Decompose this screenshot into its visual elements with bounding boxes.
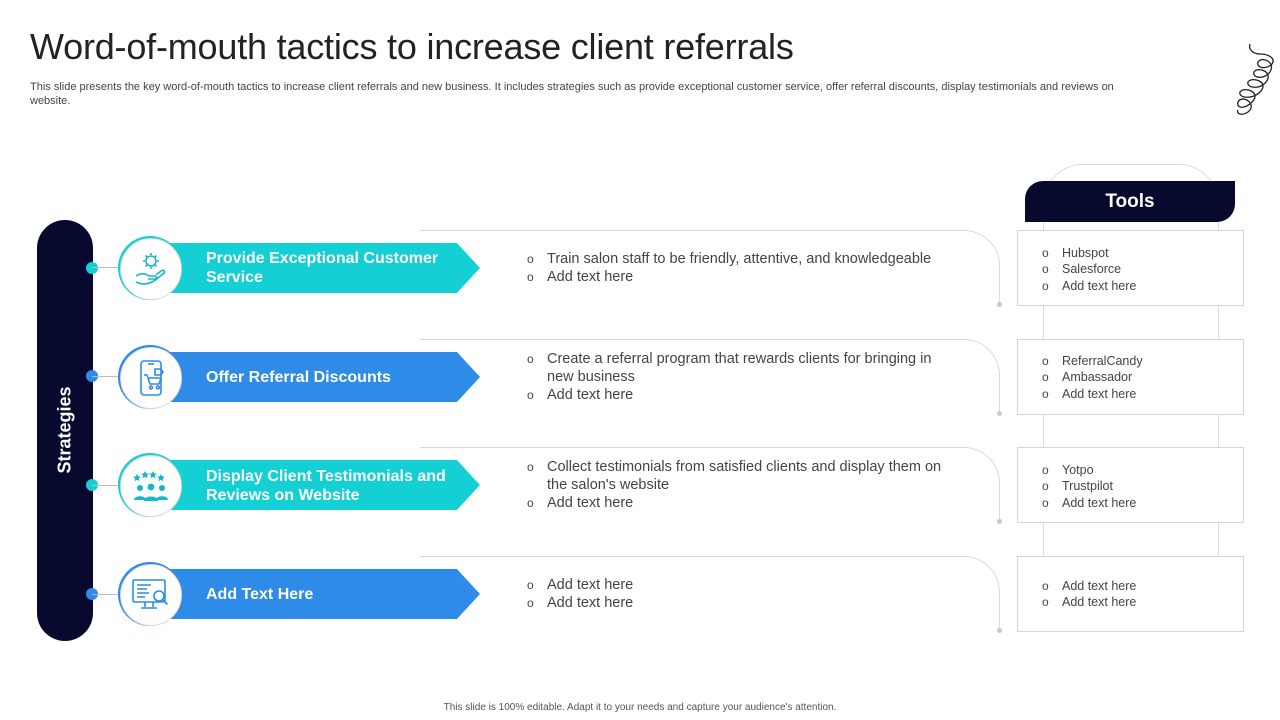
tools-list: Yotpo Trustpilot Add text here	[1042, 462, 1136, 511]
tools-list: Add text here Add text here	[1042, 578, 1136, 611]
tool-item: Add text here	[1042, 386, 1143, 403]
tools-header: Tools	[1025, 181, 1235, 222]
connector-line	[92, 267, 122, 268]
tool-item: ReferralCandy	[1042, 353, 1143, 370]
description-item: Add text here	[527, 576, 947, 594]
description-list: Create a referral program that rewards c…	[527, 350, 947, 404]
description-frame	[420, 230, 1002, 307]
description-frame	[420, 447, 1002, 524]
description-list: Train salon staff to be friendly, attent…	[527, 250, 947, 286]
strategy-arrow	[150, 243, 480, 293]
tool-item: Trustpilot	[1042, 478, 1136, 495]
strategies-label: Strategies	[54, 386, 75, 474]
strategy-label: Offer Referral Discounts	[206, 369, 391, 386]
spiral-decoration-icon	[1236, 43, 1274, 115]
strategy-label: Display Client Testimonials and Reviews …	[206, 468, 446, 504]
strategy-label: Add Text Here	[206, 586, 314, 603]
description-list: Add text here Add text here	[527, 576, 947, 612]
strategy-arrow	[150, 569, 480, 619]
strategies-bar	[37, 220, 93, 641]
tools-list: Hubspot Salesforce Add text here	[1042, 245, 1136, 294]
tool-item: Add text here	[1042, 594, 1136, 611]
shopping-cart-discount-icon	[140, 360, 164, 396]
description-item: Create a referral program that rewards c…	[527, 350, 947, 386]
connector-line	[92, 376, 122, 377]
tool-item: Add text here	[1042, 578, 1136, 595]
tool-item: Add text here	[1042, 278, 1136, 295]
connector-line	[92, 594, 122, 595]
footer-note: This slide is 100% editable. Adapt it to…	[443, 702, 837, 713]
customer-service-icon	[135, 253, 166, 285]
strategy-label: Provide Exceptional Customer Service	[206, 250, 439, 286]
tool-item: Ambassador	[1042, 369, 1143, 386]
page-subtitle: This slide presents the key word-of-mout…	[30, 81, 1114, 107]
description-item: Collect testimonials from satisfied clie…	[527, 458, 947, 494]
description-item: Add text here	[527, 594, 947, 612]
tool-item: Salesforce	[1042, 261, 1136, 278]
tool-item: Add text here	[1042, 495, 1136, 512]
tool-item: Yotpo	[1042, 462, 1136, 479]
description-item: Add text here	[527, 268, 947, 286]
strategy-icon-circle	[120, 455, 182, 517]
connector-line	[92, 485, 122, 486]
tools-list: ReferralCandy Ambassador Add text here	[1042, 353, 1143, 402]
connector-dot	[86, 262, 98, 274]
description-item: Add text here	[527, 386, 947, 404]
strategy-icon-circle	[120, 238, 182, 300]
analytics-screen-icon	[132, 579, 169, 609]
tool-item: Hubspot	[1042, 245, 1136, 262]
page-title: Word-of-mouth tactics to increase client…	[30, 26, 794, 67]
strategy-icon-circle	[120, 564, 182, 626]
description-frame	[420, 556, 1002, 633]
description-item: Add text here	[527, 494, 947, 512]
strategy-icon-circle	[120, 347, 182, 409]
strategy-arrow	[150, 352, 480, 402]
description-frame	[420, 339, 1002, 416]
rating-stars-group-icon	[133, 471, 168, 501]
description-item: Train salon staff to be friendly, attent…	[527, 250, 947, 268]
strategy-arrow	[150, 460, 480, 510]
description-list: Collect testimonials from satisfied clie…	[527, 458, 947, 512]
